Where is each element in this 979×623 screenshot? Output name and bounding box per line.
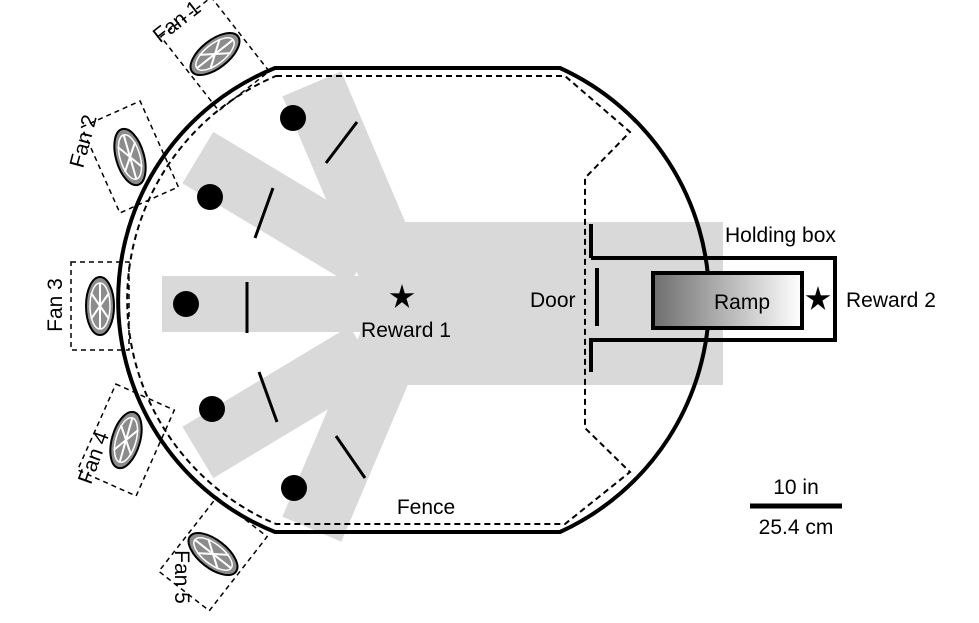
fan-3-icon [85, 276, 115, 336]
port-screens [245, 121, 367, 479]
door [589, 224, 599, 372]
holding-box [591, 256, 837, 342]
fan-3-label: Fan 3 [44, 278, 67, 332]
fan-2-icon [107, 124, 153, 190]
fan-2-label: Fan 2 [66, 112, 102, 170]
scale-cm-label: 25.4 cm [759, 516, 834, 539]
fan-2 [80, 100, 180, 214]
odor-port-3 [173, 291, 199, 317]
arena-wall [116, 66, 712, 534]
odor-ports [173, 105, 307, 501]
odor-port-4 [199, 396, 225, 422]
reward-1-label: Reward 1 [361, 319, 451, 342]
door-label: Door [530, 289, 576, 312]
reward-2-label: Reward 2 [846, 289, 936, 312]
holding-box-label: Holding box [725, 224, 836, 247]
fan-1 [159, 0, 271, 112]
fan-3 [70, 261, 130, 351]
fan-1-icon [182, 24, 248, 84]
fan-4-label: Fan 4 [74, 428, 114, 487]
scale-inches-label: 10 in [773, 476, 819, 499]
reward-1-star-icon [389, 284, 415, 308]
fan-4 [76, 383, 176, 497]
ramp [651, 271, 804, 330]
fan-1-label: Fan 1 [149, 0, 205, 47]
odor-port-5 [281, 475, 307, 501]
ramp-label: Ramp [714, 291, 770, 314]
fan-5-label: Fan 5 [170, 550, 193, 604]
reward-2-star-icon [805, 286, 831, 310]
fence-line [126, 75, 632, 525]
fence-label: Fence [397, 496, 455, 519]
odor-port-1 [280, 105, 306, 131]
scale-bar: 10 in 25.4 cm [750, 476, 842, 539]
odor-port-2 [197, 184, 223, 210]
